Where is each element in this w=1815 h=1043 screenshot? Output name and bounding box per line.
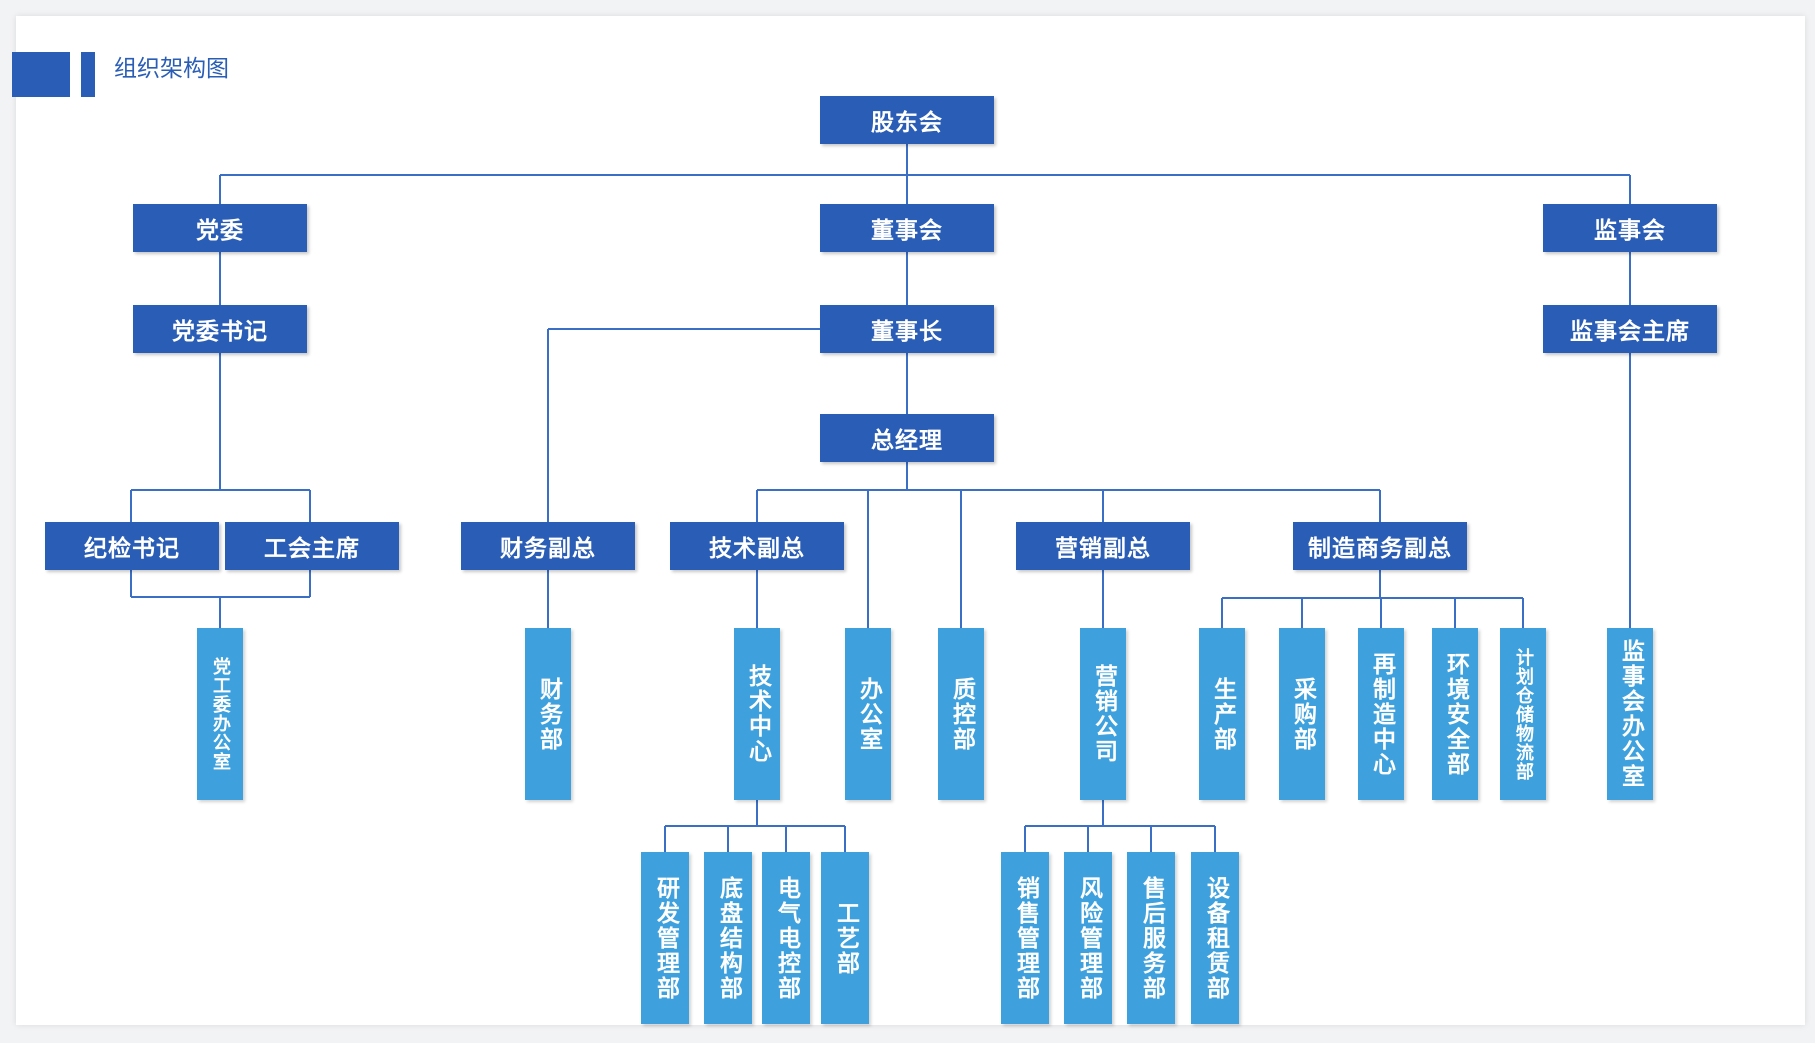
page-title: 组织架构图 xyxy=(114,56,229,82)
dept-sales-mgmt: 销售管理部 xyxy=(1001,852,1049,1024)
node-vp-manufacturing: 制造商务副总 xyxy=(1293,522,1467,570)
node-supervisory-board: 监事会 xyxy=(1543,204,1717,252)
dept-process: 工艺部 xyxy=(821,852,869,1024)
dept-rd-mgmt: 研发管理部 xyxy=(641,852,689,1024)
dept-risk-mgmt: 风险管理部 xyxy=(1064,852,1112,1024)
dept-label: 再制造中心 xyxy=(1368,651,1395,777)
dept-label: 设备租赁部 xyxy=(1202,875,1229,1001)
node-vp-tech: 技术副总 xyxy=(670,522,844,570)
dept-label: 生产部 xyxy=(1209,676,1236,752)
dept-purchasing: 采购部 xyxy=(1279,628,1325,800)
dept-marketing-company: 营销公司 xyxy=(1080,628,1126,800)
node-discipline-secretary: 纪检书记 xyxy=(45,522,219,570)
dept-qc: 质控部 xyxy=(938,628,984,800)
dept-production: 生产部 xyxy=(1199,628,1245,800)
dept-label: 质控部 xyxy=(948,676,975,752)
dept-label: 营销公司 xyxy=(1090,664,1117,764)
dept-label: 工艺部 xyxy=(832,900,859,976)
node-general-manager: 总经理 xyxy=(820,414,994,462)
node-party-secretary: 党委书记 xyxy=(133,305,307,353)
dept-label: 电气电控部 xyxy=(773,875,800,1001)
node-vp-marketing: 营销副总 xyxy=(1016,522,1190,570)
node-party-committee: 党委 xyxy=(133,204,307,252)
dept-chassis: 底盘结构部 xyxy=(704,852,752,1024)
diagram-canvas xyxy=(16,16,1805,1025)
dept-label: 监事会办公室 xyxy=(1617,639,1644,789)
dept-planning-logistics: 计划仓储物流部 xyxy=(1500,628,1546,800)
dept-label: 财务部 xyxy=(535,676,562,752)
node-board: 董事会 xyxy=(820,204,994,252)
dept-tech-center: 技术中心 xyxy=(734,628,780,800)
dept-after-sales: 售后服务部 xyxy=(1127,852,1175,1024)
dept-label: 研发管理部 xyxy=(652,875,679,1001)
dept-equipment-leasing: 设备租赁部 xyxy=(1191,852,1239,1024)
dept-finance: 财务部 xyxy=(525,628,571,800)
node-chairman: 董事长 xyxy=(820,305,994,353)
dept-label: 采购部 xyxy=(1289,676,1316,752)
dept-label: 风险管理部 xyxy=(1075,875,1102,1001)
dept-label: 底盘结构部 xyxy=(715,875,742,1001)
node-shareholders: 股东会 xyxy=(820,96,994,144)
node-vp-finance: 财务副总 xyxy=(461,522,635,570)
dept-label: 党工委办公室 xyxy=(210,657,231,771)
dept-label: 环境安全部 xyxy=(1442,651,1469,777)
dept-electrical: 电气电控部 xyxy=(762,852,810,1024)
title-decoration-block xyxy=(12,52,70,97)
dept-supervisory-office: 监事会办公室 xyxy=(1607,628,1653,800)
dept-label: 办公室 xyxy=(855,676,882,752)
node-supervisory-chair: 监事会主席 xyxy=(1543,305,1717,353)
dept-ehs: 环境安全部 xyxy=(1432,628,1478,800)
dept-label: 计划仓储物流部 xyxy=(1513,647,1534,781)
dept-label: 售后服务部 xyxy=(1138,875,1165,1001)
dept-party-union-office: 党工委办公室 xyxy=(197,628,243,800)
dept-reman-center: 再制造中心 xyxy=(1358,628,1404,800)
node-union-chair: 工会主席 xyxy=(225,522,399,570)
dept-office: 办公室 xyxy=(845,628,891,800)
dept-label: 销售管理部 xyxy=(1012,875,1039,1001)
title-decoration-bar xyxy=(81,52,95,97)
dept-label: 技术中心 xyxy=(744,664,771,764)
